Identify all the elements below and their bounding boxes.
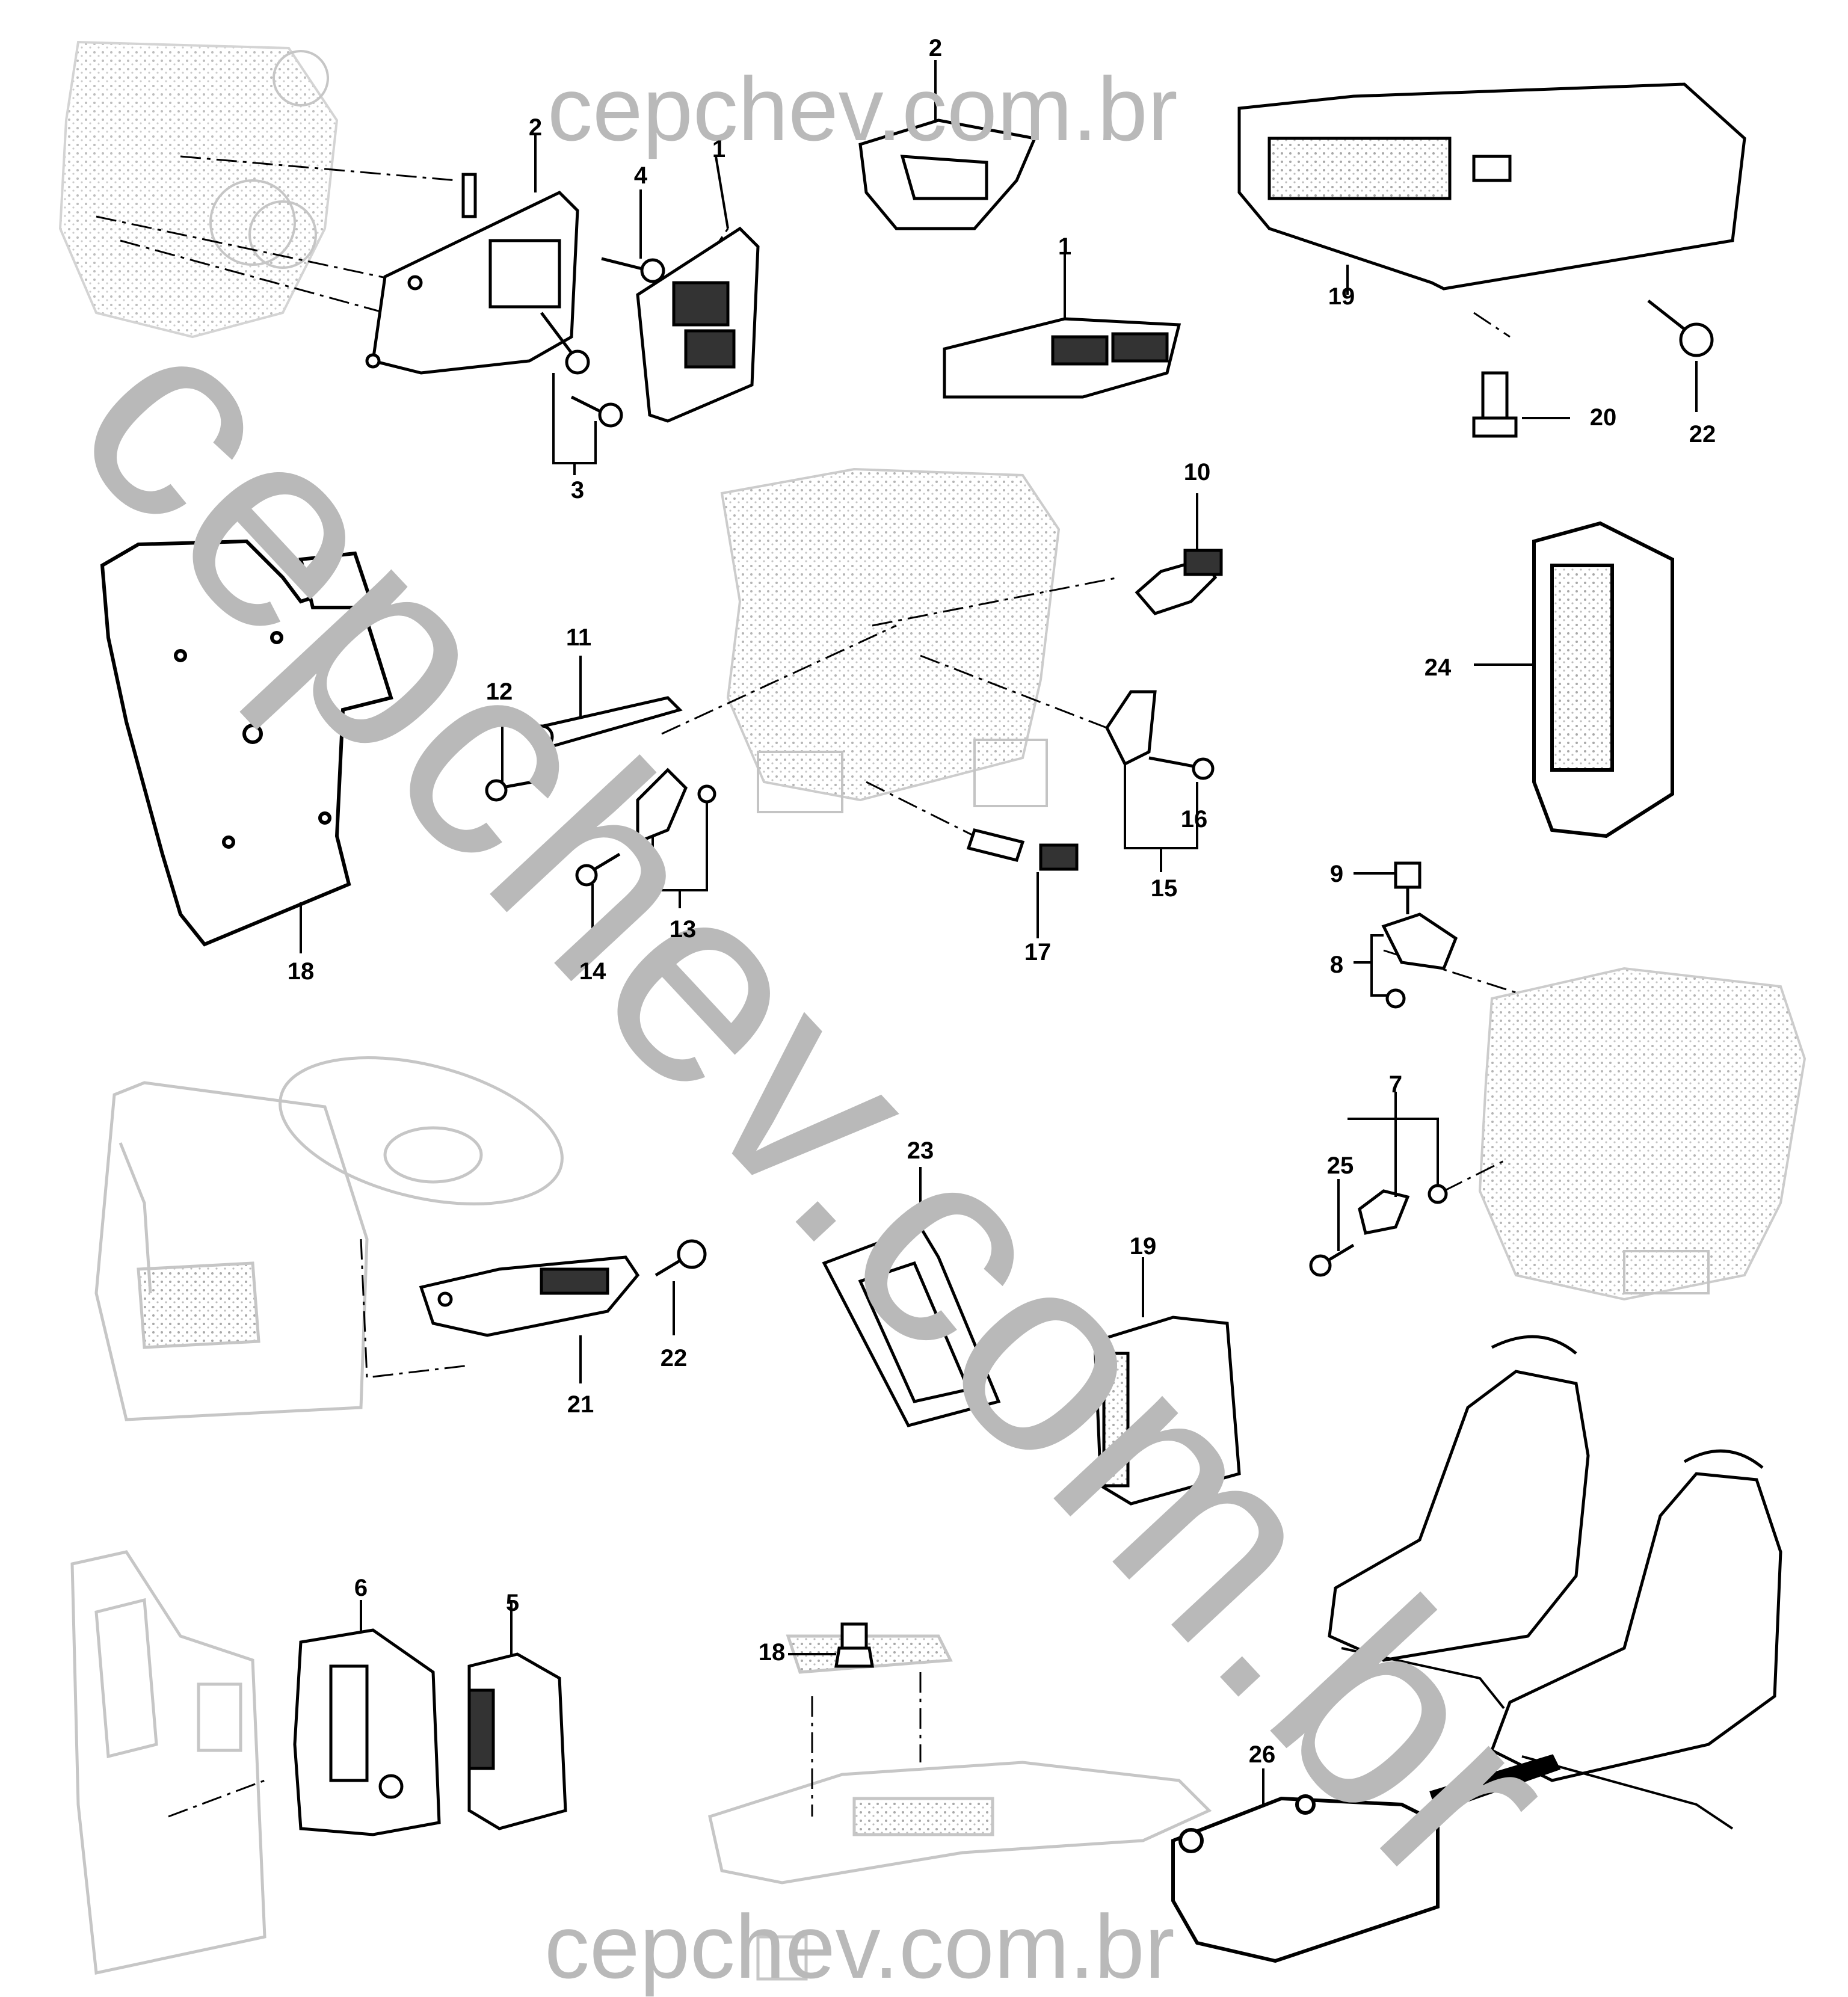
callout-1: 1	[712, 136, 726, 162]
callout-10: 10	[1183, 459, 1211, 485]
sensor-part-8	[1354, 912, 1458, 1009]
steering-dash-context	[94, 1056, 564, 1421]
callout-22: 22	[660, 1345, 688, 1371]
callout-23: 23	[907, 1137, 934, 1164]
callout-24: 24	[1424, 654, 1452, 681]
callout-14: 14	[579, 958, 606, 985]
engine-block-context-right	[1478, 967, 1806, 1301]
callout-7: 7	[1388, 1071, 1403, 1098]
callout-18: 18	[758, 1639, 786, 1666]
callout-19: 19	[1328, 283, 1355, 310]
bolts-part-3	[540, 312, 623, 428]
callout-9: 9	[1329, 861, 1344, 887]
callout-25: 25	[1326, 1152, 1354, 1179]
ecu-module-part-1	[636, 226, 760, 423]
module-part-21	[419, 1255, 640, 1383]
screw-part-22-top	[1647, 300, 1714, 412]
callout-2: 2	[528, 114, 543, 141]
module-part-5	[467, 1600, 567, 1830]
callout-lines	[534, 135, 729, 475]
sensor-part-13	[636, 768, 716, 908]
callout-11: 11	[565, 624, 592, 651]
bolt-part-9	[1354, 861, 1421, 914]
airbag-module-part-26	[1171, 1754, 1561, 1963]
callout-3: 3	[570, 477, 585, 503]
sensor-part-10	[1135, 493, 1223, 615]
engine-bay-context-top-left	[58, 40, 339, 339]
sensor-part-11	[529, 656, 683, 749]
callout-17: 17	[1024, 939, 1052, 965]
engine-block-context-center	[720, 467, 1061, 813]
clip-part-18-bottom	[788, 1622, 874, 1668]
bracket-part-6	[293, 1600, 441, 1836]
assembly-lines	[96, 155, 1517, 1818]
clip-part-20	[1472, 371, 1570, 438]
callout-2: 2	[928, 35, 943, 61]
callout-21: 21	[567, 1391, 594, 1418]
bracket-part-23	[822, 1167, 1001, 1427]
bolt-part-25	[1309, 1179, 1355, 1277]
sensor-part-17	[966, 828, 1079, 938]
callout-22: 22	[1689, 421, 1716, 448]
callout-19: 19	[1129, 1233, 1157, 1260]
bolt-part-16	[1148, 756, 1215, 780]
callout-20: 20	[1589, 404, 1617, 431]
ecu-bracket-part-2	[365, 173, 579, 375]
body-control-module-part-19	[1237, 82, 1746, 295]
module-part-24	[1474, 521, 1674, 838]
callout-4: 4	[633, 162, 648, 189]
callout-1: 1	[1058, 233, 1072, 260]
module-bracket-part-18	[100, 539, 393, 953]
module-part-19-center	[1093, 1257, 1241, 1506]
dashboard-panel-context	[708, 1634, 1212, 1981]
ecu-part-1-top-center	[943, 253, 1181, 399]
callout-5: 5	[505, 1590, 520, 1616]
sensor-part-7	[1348, 1092, 1448, 1235]
callout-15: 15	[1150, 875, 1178, 902]
bolt-part-14	[575, 852, 621, 950]
callout-12: 12	[485, 678, 513, 705]
cover-part-2-top	[858, 60, 1037, 230]
seats-context	[1328, 1335, 1782, 1830]
callout-8: 8	[1329, 952, 1344, 978]
sensor-part-15	[1105, 690, 1198, 872]
callout-6: 6	[354, 1575, 368, 1601]
bolt-part-4	[601, 257, 665, 283]
screw-part-22-middle	[654, 1239, 707, 1335]
callout-26: 26	[1248, 1741, 1276, 1768]
callout-18: 18	[287, 958, 315, 985]
door-pillar-context	[70, 1550, 266, 1975]
callout-13: 13	[669, 916, 697, 943]
callout-16: 16	[1180, 806, 1208, 832]
bolt-part-12	[485, 710, 533, 802]
